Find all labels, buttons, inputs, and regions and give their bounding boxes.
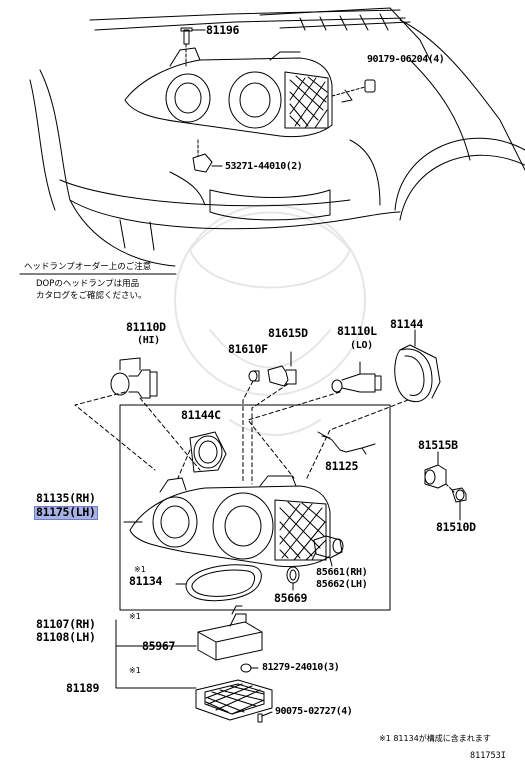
- mounted-headlamp: [124, 47, 333, 138]
- diagram-code: 811753I: [470, 751, 506, 761]
- part-label-85662-lh[interactable]: 85662(LH): [316, 579, 368, 590]
- part-label-81144[interactable]: 81144: [390, 317, 424, 331]
- part-label-90179-06204[interactable]: 90179-06204(4): [367, 54, 445, 65]
- footnote-mark-81189: ※1: [129, 666, 141, 675]
- part-label-81110l-sub: (LO): [350, 340, 373, 351]
- part-label-81125[interactable]: 81125: [325, 459, 359, 473]
- clip-53271: [192, 139, 223, 173]
- bracket-lines: [115, 619, 197, 689]
- ring-85669: [286, 566, 300, 591]
- part-label-85661-rh[interactable]: 85661(RH): [316, 567, 368, 578]
- wire-81125: [317, 431, 376, 455]
- bulb-81510d: [445, 483, 467, 521]
- part-label-81196[interactable]: 81196: [206, 23, 240, 37]
- part-label-90075-02727[interactable]: 90075-02727(4): [275, 706, 353, 717]
- vehicle-front-body: [29, 7, 525, 267]
- part-label-81134[interactable]: 81134: [129, 574, 163, 588]
- watermark-emblem: [174, 204, 366, 436]
- part-label-81515b[interactable]: 81515B: [418, 438, 458, 452]
- part-label-81175-lh-selected[interactable]: 81175(LH): [34, 505, 98, 520]
- bulb-81615d: [267, 351, 297, 387]
- socket-81610f: [248, 370, 260, 382]
- part-label-81107-rh[interactable]: 81107(RH): [36, 617, 96, 631]
- part-label-81615d[interactable]: 81615D: [268, 326, 308, 340]
- cover-81189: [195, 679, 273, 723]
- leader-lines: [74, 380, 409, 485]
- headlamp-assembly: [123, 475, 331, 568]
- order-note-title: ヘッドランプオーダー上のご注意: [24, 262, 152, 272]
- bulb-85661: [311, 535, 344, 567]
- gasket-81134: [175, 564, 262, 602]
- ballast-85967: [197, 605, 263, 673]
- nut-90179: [331, 79, 376, 103]
- bulb-81110l: [331, 361, 382, 393]
- assembly-box: [119, 404, 391, 611]
- order-note-line1: DOPのヘッドランプは用品: [36, 279, 140, 289]
- screw-81196: [180, 27, 206, 67]
- part-label-81110d[interactable]: 81110D: [126, 320, 166, 334]
- part-label-81144c[interactable]: 81144C: [181, 408, 221, 422]
- cap-81144: [394, 329, 441, 403]
- part-label-81510d[interactable]: 81510D: [436, 520, 476, 534]
- part-label-81279-24010[interactable]: 81279-24010(3): [262, 662, 340, 673]
- part-label-81110d-sub: (HI): [137, 335, 160, 346]
- order-note-line2: カタログをご確認ください。: [36, 291, 147, 301]
- part-label-81610f[interactable]: 81610F: [228, 342, 268, 356]
- part-label-85669[interactable]: 85669: [274, 591, 308, 605]
- footnote-mark-85967: ※1: [129, 612, 141, 621]
- part-label-81189[interactable]: 81189: [66, 681, 100, 695]
- part-label-81108-lh[interactable]: 81108(LH): [36, 630, 96, 644]
- cap-81144c: [189, 431, 227, 473]
- part-label-81110l[interactable]: 81110L: [337, 324, 377, 338]
- part-label-53271-44010[interactable]: 53271-44010(2): [225, 161, 303, 172]
- footnote-text: ※1 81134が構成に含まれます: [379, 734, 491, 743]
- socket-81515b: [424, 451, 447, 489]
- part-label-85967[interactable]: 85967: [142, 639, 176, 653]
- footnote-mark-81134: ※1: [134, 565, 146, 574]
- part-label-81135-rh[interactable]: 81135(RH): [36, 491, 96, 505]
- bulb-81110d: [110, 357, 158, 399]
